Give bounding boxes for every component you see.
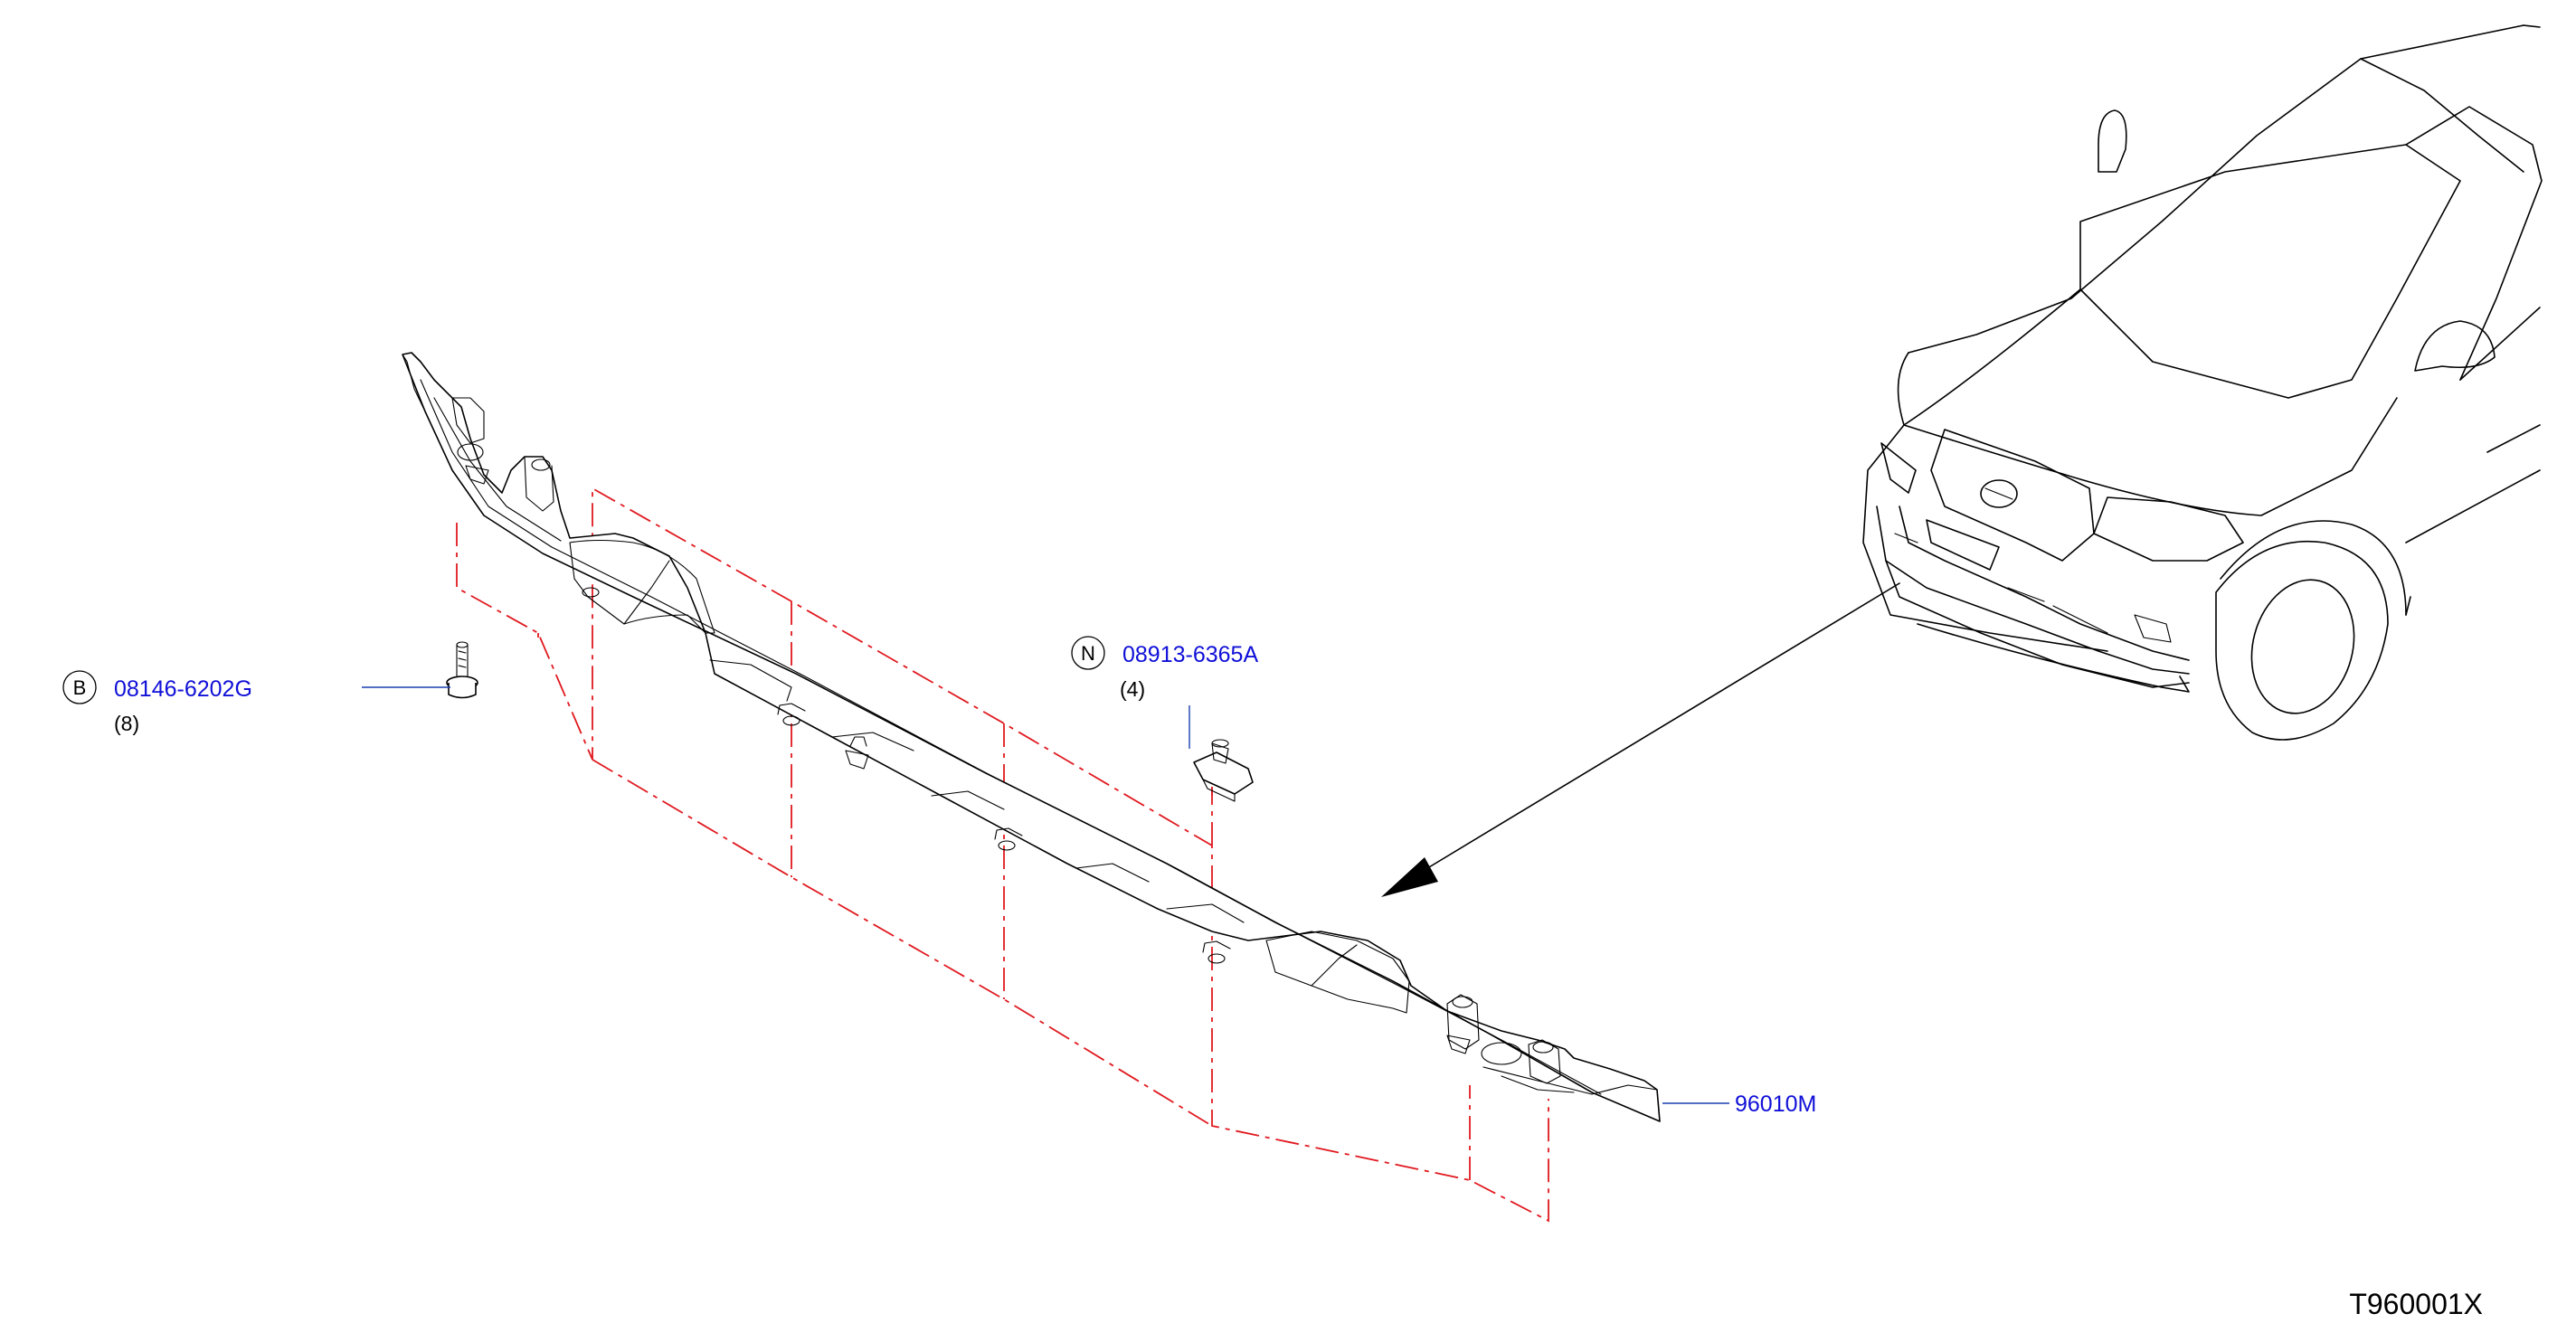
- quantity-bolt: (8): [114, 712, 139, 735]
- part-number-clip-nut[interactable]: 08913-6365A: [1122, 642, 1258, 667]
- callout-bolt: B 08146-6202G (8): [62, 670, 450, 735]
- bolt-icon: [446, 641, 478, 699]
- part-number-spoiler[interactable]: 96010M: [1735, 1092, 1816, 1117]
- callout-marker-circle: [62, 670, 97, 704]
- callout-spoiler: 96010M: [1662, 1092, 1816, 1117]
- clip-nut-icon: [1193, 739, 1254, 802]
- assembly-lines: [456, 487, 1549, 1223]
- spoiler-panel-icon: [402, 352, 1661, 1122]
- callout-marker-circle: [1071, 636, 1105, 670]
- direction-arrow-icon: [1419, 582, 1900, 874]
- vehicle-front-illustration-icon: [1381, 24, 2543, 897]
- callout-marker-n: N: [1081, 642, 1095, 665]
- quantity-clip-nut: (4): [1120, 677, 1145, 701]
- callout-marker-b: B: [73, 676, 87, 699]
- diagram-code: T960001X: [2349, 1288, 2483, 1320]
- part-number-bolt[interactable]: 08146-6202G: [114, 676, 252, 702]
- callout-clip-nut: N 08913-6365A (4): [1071, 636, 1258, 749]
- direction-arrowhead-icon: [1381, 857, 1438, 897]
